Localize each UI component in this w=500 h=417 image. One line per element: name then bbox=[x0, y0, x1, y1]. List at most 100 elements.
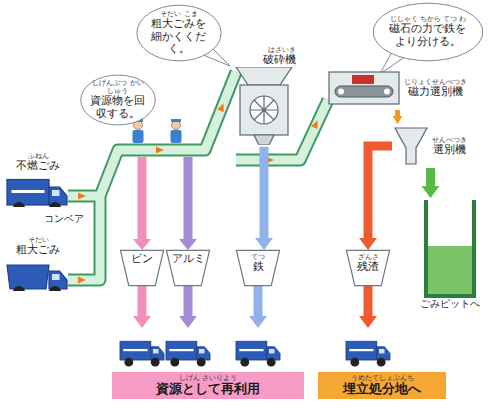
truck-icon bbox=[120, 341, 164, 366]
truck-cab bbox=[267, 347, 280, 360]
conveyor-label: コンベア bbox=[44, 212, 84, 226]
furigana: しげん さいりよう bbox=[116, 374, 300, 382]
label-column: しげんぶつ かいしゅう資源物を回収する。 bbox=[89, 79, 147, 120]
magnet-block bbox=[352, 75, 374, 84]
truck-stripe bbox=[349, 349, 373, 351]
flow-connector bbox=[426, 168, 435, 187]
truck-window bbox=[52, 274, 60, 280]
truck-wheel bbox=[124, 358, 133, 367]
truck-wheel bbox=[13, 202, 25, 207]
label-column: てつ鉄 bbox=[236, 253, 280, 274]
speech-bubble: しげんぶつ かいしゅう資源物を回収する。 bbox=[80, 74, 156, 126]
label-column: ごみピットへ bbox=[420, 298, 480, 310]
node-label: 粗大ごみ bbox=[16, 244, 60, 257]
label-column: はさいき破砕機 bbox=[263, 46, 296, 67]
node-label: 破砕機 bbox=[263, 54, 296, 67]
truck-row bbox=[318, 328, 446, 372]
magnet-belt bbox=[335, 86, 393, 97]
truck-wheel bbox=[170, 358, 179, 367]
truck-wheel bbox=[350, 358, 359, 367]
truck-cab bbox=[49, 187, 67, 205]
arrow-head bbox=[359, 238, 377, 250]
garbage-pit: ごみピットへ bbox=[412, 198, 488, 310]
workers bbox=[133, 119, 182, 143]
truck-window bbox=[52, 190, 60, 196]
truck-window bbox=[379, 349, 385, 353]
flow-connector bbox=[364, 286, 373, 317]
label-column: そだい こま粗大ごみを細かくくだく。 bbox=[146, 10, 211, 56]
worker-body bbox=[171, 130, 182, 143]
sorter-funnel bbox=[395, 128, 427, 164]
furigana: てつ bbox=[236, 253, 280, 261]
pit-contents bbox=[428, 246, 472, 294]
truck-wheel bbox=[49, 202, 61, 207]
flow-arrow bbox=[217, 102, 226, 112]
destination-band: しげん さいりよう資源として再利用 bbox=[112, 328, 304, 399]
truck-wheel bbox=[151, 358, 160, 367]
conveyor-belt bbox=[68, 72, 328, 280]
flow-arrow bbox=[78, 193, 86, 200]
destination-band: うめたてしょぶんち埋立処分地へ bbox=[318, 328, 446, 399]
truck-wheel bbox=[267, 358, 276, 367]
furigana: はさいき bbox=[263, 46, 296, 54]
bubble-ellipse bbox=[373, 3, 483, 61]
truck-picture bbox=[6, 173, 70, 207]
node-label: 残渣 bbox=[346, 261, 390, 274]
worker-cap bbox=[171, 119, 181, 122]
collection-bin: ざんさ残渣 bbox=[346, 250, 390, 286]
label-column: じしゃく ちから てつ わ磁石の力で鉄をより分ける。 bbox=[385, 15, 470, 48]
truck-window bbox=[199, 349, 205, 353]
truck-stripe bbox=[169, 349, 193, 351]
label-column: そだい粗大ごみ bbox=[16, 236, 60, 257]
truck-icon bbox=[7, 265, 67, 291]
truck-cab bbox=[197, 347, 210, 360]
furigana: うめたてしょぶんち bbox=[322, 374, 442, 382]
flow-connector-group bbox=[133, 286, 151, 328]
belt-roller bbox=[338, 89, 344, 95]
magnet-picture bbox=[328, 68, 400, 108]
furigana: そだい こま bbox=[146, 10, 211, 18]
arrow-head bbox=[249, 316, 267, 328]
sorter-picture bbox=[394, 126, 428, 166]
node-label: 選別機 bbox=[432, 144, 467, 157]
truck-body bbox=[7, 179, 49, 205]
crusher-machine: はさいき破砕機 bbox=[230, 44, 298, 147]
bubble-ellipse bbox=[137, 5, 221, 61]
truck-row bbox=[112, 328, 304, 372]
truck-bed bbox=[7, 265, 49, 289]
furigana: じしゃく ちから てつ わ bbox=[385, 15, 470, 23]
node-label: 鉄 bbox=[236, 261, 280, 274]
truck-cab bbox=[377, 347, 390, 360]
collection-bin: てつ鉄 bbox=[236, 250, 280, 286]
conveyor-outline bbox=[68, 72, 328, 280]
furigana: じりょくせんべつき bbox=[404, 78, 467, 86]
truck-body bbox=[120, 341, 151, 360]
collection-bin: アルミ bbox=[166, 250, 210, 286]
furigana: そだい bbox=[16, 236, 60, 244]
truck-wheel bbox=[13, 286, 25, 291]
flow-connector-group bbox=[422, 168, 440, 198]
chutes bbox=[133, 157, 197, 250]
label-column: ビン bbox=[120, 253, 164, 266]
dump-truck: そだい粗大ごみ bbox=[4, 234, 72, 293]
pit-picture bbox=[422, 198, 478, 298]
bin-shape bbox=[236, 250, 279, 285]
arrow-head bbox=[359, 316, 377, 328]
flow-connector bbox=[254, 286, 263, 317]
crusher-picture bbox=[232, 67, 296, 145]
speech-bubble: じしゃく ちから てつ わ磁石の力で鉄をより分ける。 bbox=[372, 2, 484, 62]
speech-bubble: そだい こま粗大ごみを細かくくだく。 bbox=[136, 4, 222, 62]
bubble-ellipse bbox=[81, 75, 155, 125]
node-label: 資源物を回収する。 bbox=[89, 95, 147, 120]
crusher-body bbox=[240, 85, 288, 135]
truck-body bbox=[166, 341, 197, 360]
label-column: ざんさ残渣 bbox=[346, 253, 390, 274]
crusher-outlet bbox=[254, 135, 274, 145]
flow-connector-group bbox=[179, 286, 197, 328]
truck-wheel bbox=[49, 286, 61, 291]
sorter-machine: せんべつき選別機 bbox=[392, 124, 469, 168]
label-column: じりょくせんべつき磁力選別機 bbox=[404, 78, 467, 99]
furigana: ざんさ bbox=[346, 253, 390, 261]
flow-connector bbox=[395, 110, 400, 117]
